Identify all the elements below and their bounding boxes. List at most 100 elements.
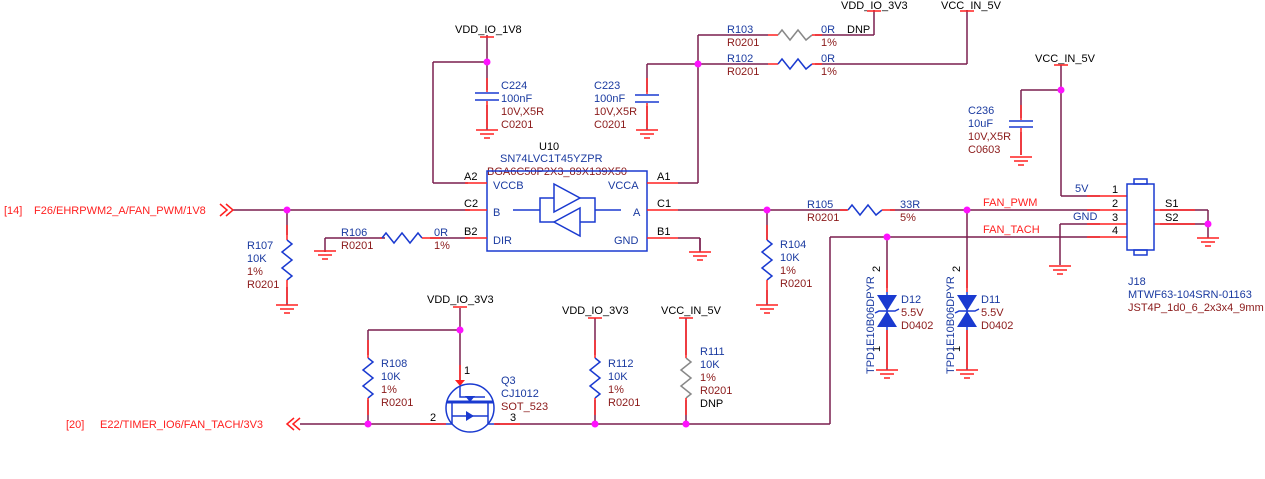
component-rating: 10V,X5R <box>968 131 1011 143</box>
pin-number: S1 <box>1165 198 1178 210</box>
port-name: F26/EHRPWM2_A/FAN_PWM/1V8 <box>34 205 206 217</box>
pin-number: C1 <box>657 198 671 210</box>
pin-number: 2 <box>1112 198 1118 210</box>
component-footprint: C0603 <box>968 144 1000 156</box>
component-rating: 10V,X5R <box>594 106 637 118</box>
bidirectional-buffer-icon <box>513 182 621 238</box>
capacitor-c223[interactable]: C223 100nF 10V,X5R C0201 <box>594 78 659 139</box>
power-label-vcc-in-5v-right: VCC_IN_5V <box>1035 53 1096 66</box>
resistor-r112[interactable]: R112 10K 1% R0201 <box>588 340 640 415</box>
power-net-text: VDD_IO_3V3 <box>562 305 629 317</box>
power-label-vdd-io-3v3-top: VDD_IO_3V3 <box>841 0 908 12</box>
ref-designator: R112 <box>608 358 633 370</box>
resistor-r107[interactable]: R107 10K 1% R0201 <box>247 225 299 314</box>
pin-number: B2 <box>464 226 477 238</box>
ref-designator: D12 <box>901 294 921 306</box>
part-number: SN74LVC1T45YZPR <box>500 153 603 165</box>
component-footprint: SOT_523 <box>501 401 548 413</box>
power-net-text: VDD_IO_1V8 <box>455 24 522 36</box>
pin-number: A2 <box>464 171 477 183</box>
tvs-diode-d12[interactable]: 2 1 TPD1E10B06DPYR D12 5.5V D0402 <box>865 266 933 379</box>
dnp-note: DNP <box>700 398 723 410</box>
ref-designator: U10 <box>539 141 559 153</box>
pin-number: 2 <box>951 266 963 272</box>
dnp-note: DNP <box>847 24 870 36</box>
component-value: 10K <box>381 371 401 383</box>
capacitor-c224[interactable]: C224 100nF 10V,X5R C0201 <box>475 78 544 139</box>
component-value: 10K <box>780 252 800 264</box>
pin-name: VCCA <box>608 180 639 192</box>
mosfet-q3[interactable]: 1 2 3 Q3 CJ1012 SOT_523 <box>420 365 548 433</box>
power-label-vdd-io-1v8: VDD_IO_1V8 <box>455 24 522 38</box>
part-number: MTWF63-104SRN-01163 <box>1128 289 1252 301</box>
pin-number: 1 <box>871 346 883 352</box>
port-tach-output[interactable]: [20] E22/TIMER_IO6/FAN_TACH/3V3 <box>66 417 301 431</box>
component-value: 10uF <box>968 118 993 130</box>
component-footprint: R0201 <box>381 397 413 409</box>
pin-number: A1 <box>657 171 670 183</box>
pin-number: C2 <box>464 198 478 210</box>
component-footprint: D0402 <box>981 320 1013 332</box>
ref-designator: Q3 <box>501 375 516 387</box>
capacitor-c236[interactable]: C236 10uF 10V,X5R C0603 <box>968 105 1033 166</box>
component-footprint: C0201 <box>594 119 626 131</box>
power-net-text: VCC_IN_5V <box>661 305 722 317</box>
component-value: 10K <box>247 253 267 265</box>
resistor-r105[interactable]: R105 R0201 33R 5% <box>807 199 920 224</box>
power-net-text: VCC_IN_5V <box>1035 53 1096 65</box>
pin-number: 1 <box>1112 184 1118 196</box>
ic-u10[interactable]: U10 SN74LVC1T45YZPR BGA6C50P2X3_89X139X5… <box>464 141 712 261</box>
component-footprint: R0201 <box>700 385 732 397</box>
port-pwm-input[interactable]: [14] F26/EHRPWM2_A/FAN_PWM/1V8 <box>4 203 235 217</box>
component-footprint: R0201 <box>608 397 640 409</box>
pin-name: GND <box>614 235 639 247</box>
resistor-r111[interactable]: R111 10K 1% R0201 DNP <box>679 320 732 415</box>
pin-name: DIR <box>493 235 512 247</box>
resistor-r103[interactable]: R103 R0201 0R 1% DNP <box>727 24 870 49</box>
component-tolerance: 5% <box>900 212 916 224</box>
component-value: 5.5V <box>901 307 924 319</box>
component-tolerance: 1% <box>780 265 796 277</box>
port-arrow-icon <box>285 417 301 431</box>
pin-number: 2 <box>430 412 436 424</box>
component-value: 10K <box>608 371 628 383</box>
component-value: 100nF <box>501 93 532 105</box>
component-footprint: R0201 <box>727 66 759 78</box>
component-tolerance: 1% <box>381 384 397 396</box>
component-footprint: R0201 <box>807 212 839 224</box>
tvs-diode-d11[interactable]: 2 1 TPD1E10B06DPYR D11 5.5V D0402 <box>945 266 1013 379</box>
ref-designator: C236 <box>968 105 994 117</box>
connector-j18[interactable]: 1 2 3 4 S1 S2 J18 MTWF63-104SRN-01163 JS… <box>1087 178 1264 314</box>
component-footprint: D0402 <box>901 320 933 332</box>
pin-name: A <box>633 207 641 219</box>
resistor-r104[interactable]: R104 10K 1% R0201 <box>755 225 812 314</box>
component-tolerance: 1% <box>700 372 716 384</box>
net-label-5v: 5V <box>1075 183 1089 195</box>
component-footprint: R0201 <box>780 278 812 290</box>
ref-designator: J18 <box>1128 276 1146 288</box>
power-label-vcc-in-5v-top: VCC_IN_5V <box>941 0 1002 12</box>
ref-designator: R103 <box>727 24 753 36</box>
part-number: TPD1E10B06DPYR <box>865 276 877 374</box>
component-footprint: R0201 <box>727 37 759 49</box>
power-net-text: VDD_IO_3V3 <box>841 0 908 12</box>
power-label-vdd-io-3v3-r112: VDD_IO_3V3 <box>562 305 629 319</box>
wires <box>232 10 1209 425</box>
ic-body <box>486 170 648 252</box>
ref-designator: C223 <box>594 80 620 92</box>
resistor-r106[interactable]: R106 R0201 0R 1% <box>313 227 450 260</box>
resistor-r108[interactable]: R108 10K 1% R0201 <box>361 340 413 415</box>
resistor-r102[interactable]: R102 R0201 0R 1% <box>727 53 837 78</box>
pin-name: VCCB <box>493 180 524 192</box>
net-label-fan-pwm: FAN_PWM <box>983 197 1037 209</box>
pin-number: S2 <box>1165 212 1178 224</box>
ref-designator: R107 <box>247 240 273 252</box>
component-footprint: C0201 <box>501 119 533 131</box>
component-footprint: R0201 <box>341 240 373 252</box>
net-label-fan-tach: FAN_TACH <box>983 224 1040 236</box>
junction-dots <box>283 58 1212 428</box>
part-number: TPD1E10B06DPYR <box>945 276 957 374</box>
pin-number: 4 <box>1112 225 1118 237</box>
ref-designator: R102 <box>727 53 753 65</box>
